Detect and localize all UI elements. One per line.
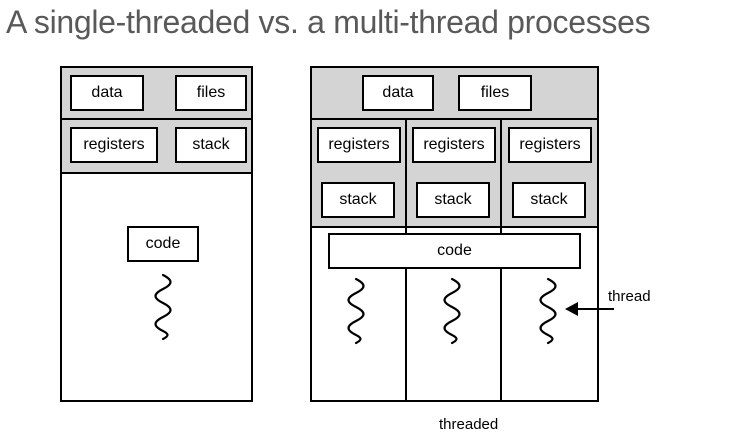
thread-2-squiggle-icon — [443, 277, 461, 345]
thread-3-squiggle-icon — [539, 277, 557, 345]
thread-1-stack-box: stack — [321, 182, 395, 218]
single-files-box: files — [175, 75, 247, 111]
single-thread-squiggle-icon — [154, 273, 172, 341]
thread-2-registers-box: registers — [412, 127, 496, 163]
thread-2-stack-box: stack — [416, 182, 490, 218]
multi-process-frame — [310, 66, 599, 402]
page-title: A single-threaded vs. a multi-thread pro… — [6, 4, 651, 40]
thread-pointer-arrowhead-icon — [565, 302, 578, 316]
multi-data-box: data — [362, 75, 434, 111]
single-data-box: data — [70, 75, 144, 111]
thread-1-registers-box: registers — [317, 127, 401, 163]
thread-label: thread — [608, 288, 651, 305]
thread-1-squiggle-icon — [347, 277, 365, 345]
thread-3-registers-box: registers — [508, 127, 592, 163]
single-code-box: code — [127, 226, 199, 262]
multi-files-box: files — [458, 75, 532, 111]
multi-code-box: code — [328, 233, 581, 269]
multi-caption: threaded — [439, 416, 499, 433]
single-process-frame — [60, 66, 253, 402]
thread-3-stack-box: stack — [512, 182, 586, 218]
single-registers-box: registers — [70, 127, 158, 163]
single-stack-box: stack — [175, 127, 247, 163]
